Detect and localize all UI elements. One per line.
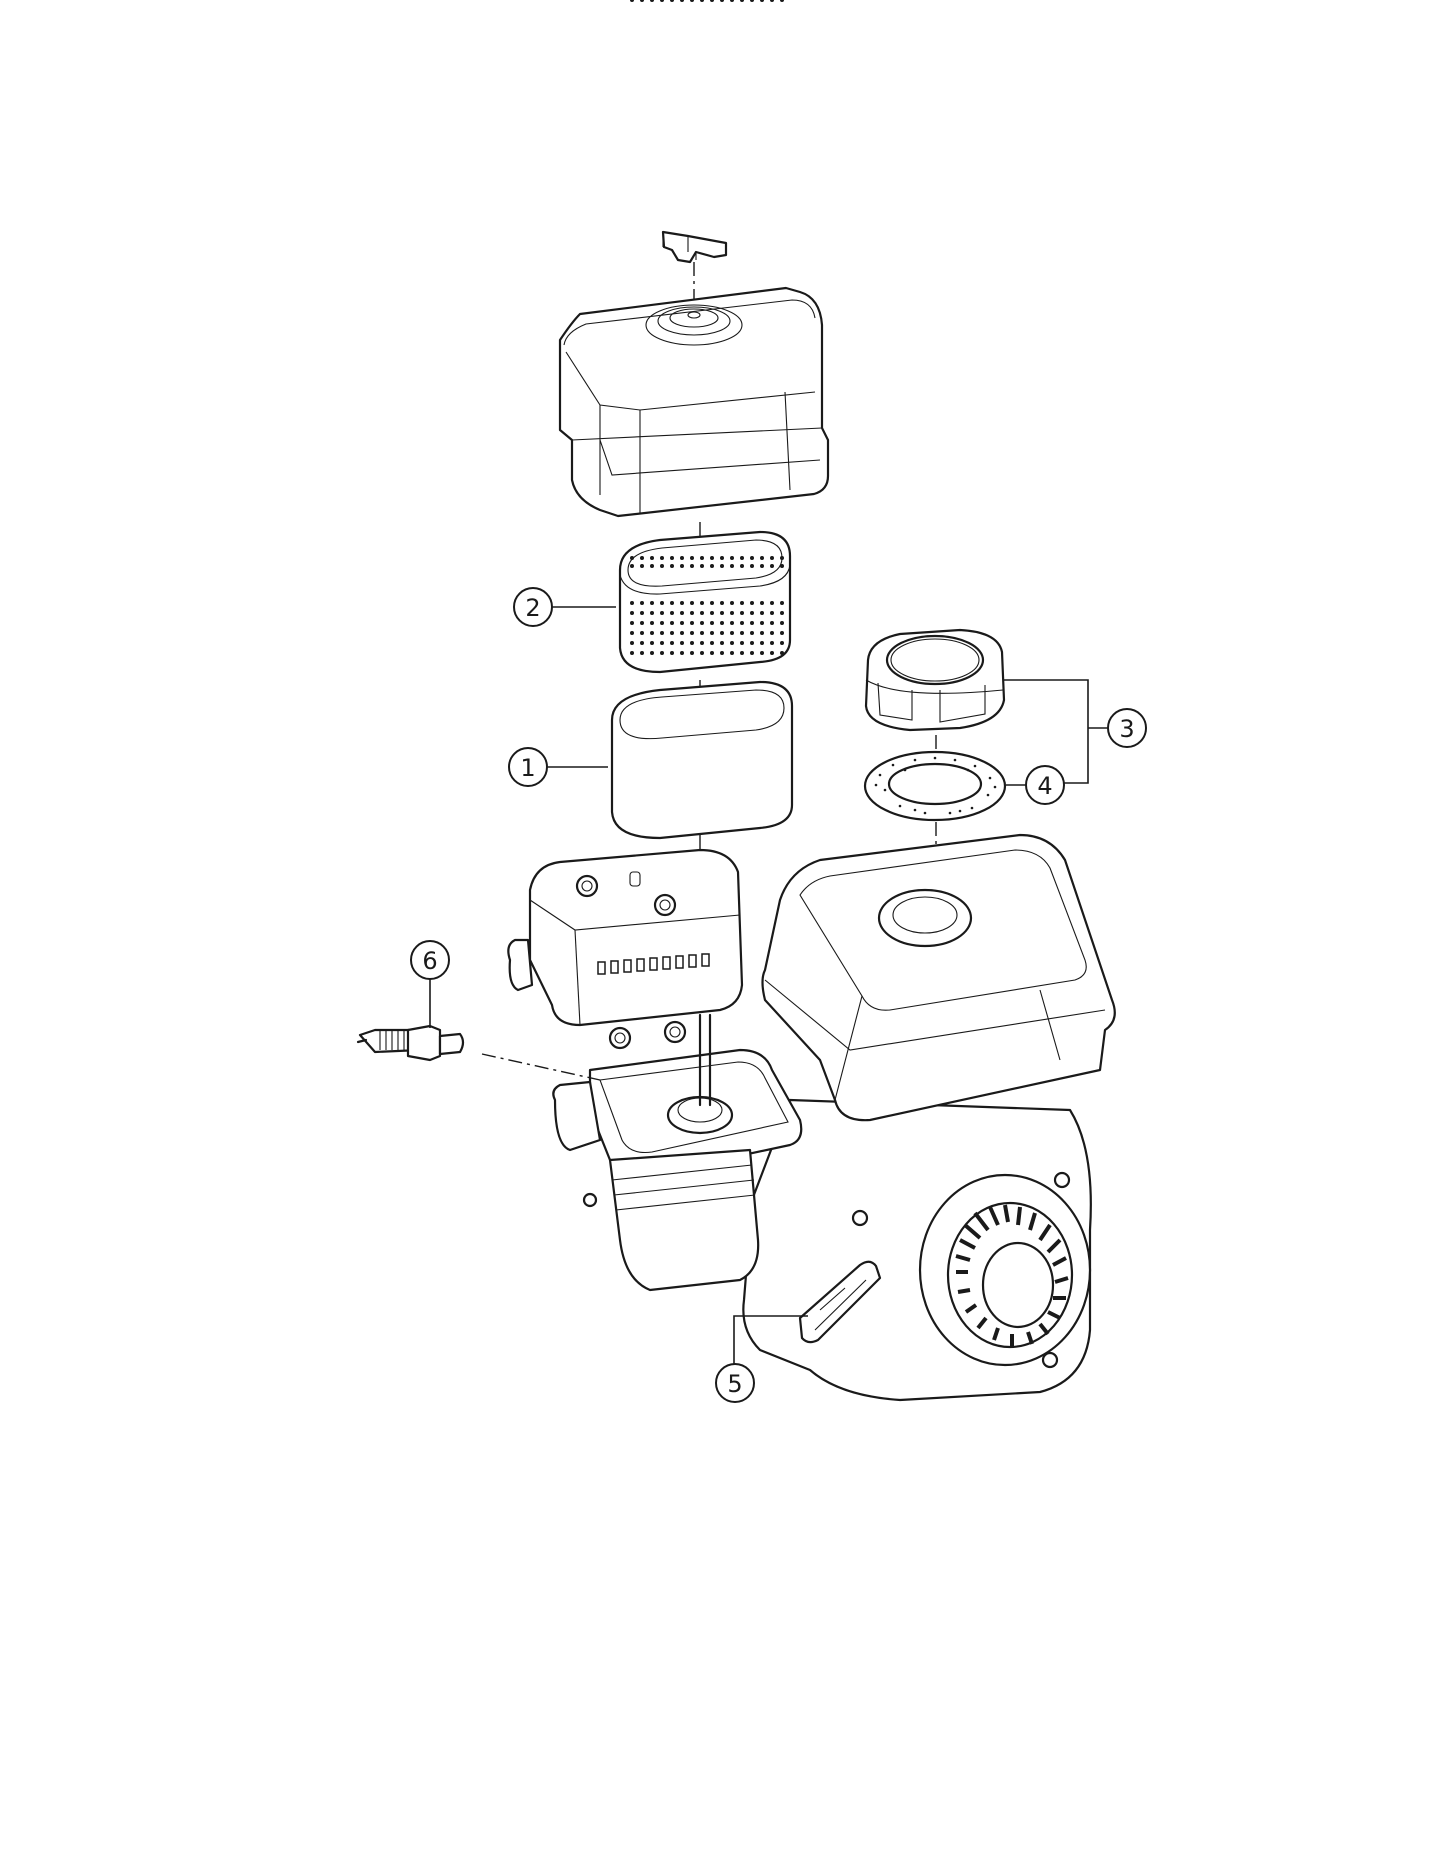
callout-number: 4 (1037, 772, 1052, 800)
vent-slots (597, 953, 710, 975)
engine-assembly (507, 833, 1116, 1402)
callout-4[interactable]: 4 (1025, 765, 1065, 805)
recoil-slots (955, 1204, 1069, 1346)
air-cleaner-cover (558, 286, 830, 518)
callout-number: 1 (520, 754, 535, 782)
fuel-cap-gasket (863, 750, 1007, 822)
callout-1[interactable]: 1 (508, 747, 548, 787)
leader-lines (429, 606, 1108, 1364)
callout-6[interactable]: 6 (410, 940, 450, 980)
foam-element (610, 680, 794, 840)
callout-number: 5 (727, 1370, 742, 1398)
filter-mesh (630, 0, 784, 655)
recoil-handle (798, 1260, 882, 1344)
callout-number: 2 (525, 594, 540, 622)
callout-number: 3 (1119, 715, 1134, 743)
callout-2[interactable]: 2 (513, 587, 553, 627)
gasket-texture (874, 756, 997, 815)
callout-3[interactable]: 3 (1107, 708, 1147, 748)
callout-number: 6 (422, 947, 437, 975)
fuel-cap (864, 628, 1006, 732)
wing-nut (661, 230, 728, 264)
spark-plug (356, 1024, 465, 1062)
air-filter-element (618, 0, 792, 674)
callout-5[interactable]: 5 (715, 1363, 755, 1403)
